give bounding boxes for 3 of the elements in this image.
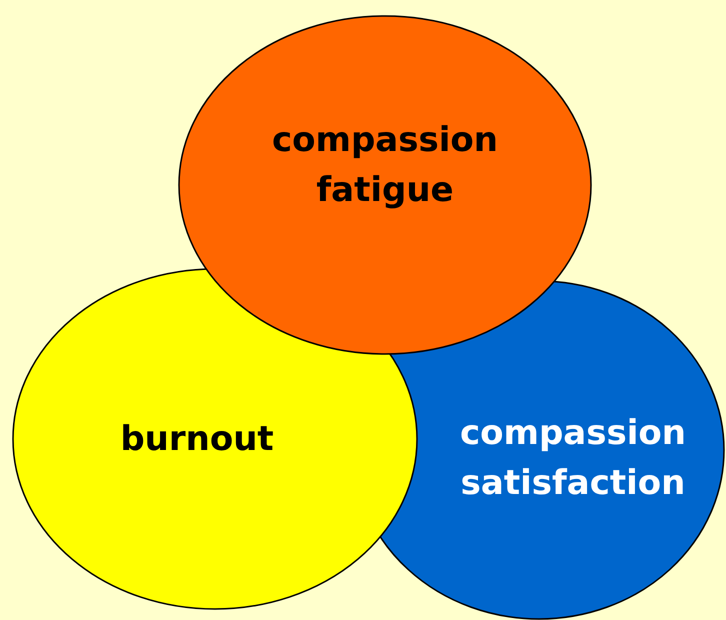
ellipse-label: compassion fatigue [271, 119, 499, 212]
ellipse-label: burnout [119, 418, 275, 461]
ellipse-label: compassion satisfaction [459, 412, 687, 505]
